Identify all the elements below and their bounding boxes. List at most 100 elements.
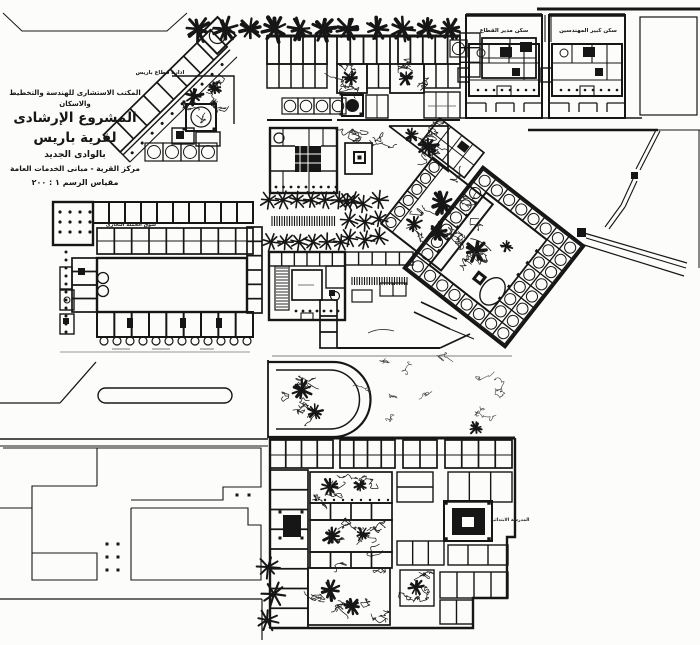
- tree-branch: [325, 486, 331, 495]
- tree-branch: [442, 202, 455, 210]
- tree-branch: [302, 385, 312, 391]
- palm-frond: [348, 237, 355, 248]
- tree-branch: [347, 605, 353, 614]
- tree-branch: [411, 587, 417, 595]
- rooms: [439, 599, 474, 625]
- palm-center: [323, 198, 327, 202]
- palm-frond: [298, 236, 308, 243]
- tree-branch: [398, 77, 406, 81]
- tree-branch: [219, 29, 226, 42]
- dome: [448, 288, 461, 302]
- rooms: [396, 471, 434, 503]
- scribble: [339, 64, 357, 72]
- palm-frond: [296, 241, 300, 253]
- tree-branch: [351, 601, 359, 607]
- market-hall: [51, 200, 95, 247]
- tree-branch: [356, 533, 363, 537]
- tree-branch: [356, 531, 363, 535]
- tree-branch: [299, 19, 306, 30]
- arcade-columns: [130, 63, 224, 155]
- tree-branch: [437, 190, 445, 204]
- market-stalls: [92, 201, 254, 224]
- palm: [276, 233, 294, 251]
- tree-center: [404, 76, 408, 80]
- label-villa-b: سكن كبير المهندسين: [559, 27, 617, 34]
- palm-frond: [378, 195, 389, 201]
- palm-frond: [346, 201, 353, 212]
- small-court: [283, 515, 301, 537]
- scribble: [212, 105, 230, 112]
- column-dot: [105, 568, 109, 572]
- tree-branch: [286, 25, 300, 31]
- palm: [255, 556, 281, 580]
- palm: [336, 193, 356, 212]
- column-dot: [359, 92, 363, 96]
- tree-branch: [429, 231, 439, 238]
- palm: [318, 232, 338, 250]
- tree-branch: [438, 27, 451, 35]
- tree-branch: [357, 533, 363, 542]
- tree-branch: [185, 92, 195, 98]
- tree-branch: [469, 427, 477, 431]
- palm-frond: [282, 190, 287, 201]
- column-dot: [339, 92, 343, 96]
- dome: [419, 172, 432, 184]
- column: [177, 336, 187, 346]
- garden: [334, 128, 398, 149]
- tree-branch: [275, 23, 287, 30]
- dome: [201, 145, 215, 159]
- scribble: [336, 474, 359, 480]
- column-dot: [319, 185, 323, 189]
- tree-branch: [328, 486, 332, 496]
- palm-frond: [348, 210, 352, 221]
- scribble: [366, 526, 382, 534]
- villa-a-entry: [496, 85, 512, 97]
- tree-center: [440, 201, 445, 206]
- dome: [539, 222, 552, 235]
- khan-cells: [406, 254, 516, 345]
- palm-frond: [282, 194, 293, 201]
- scribble: [436, 352, 454, 363]
- tree-branch: [404, 134, 412, 140]
- annex-wall: [452, 143, 474, 170]
- column-dot: [200, 82, 204, 86]
- palm: [303, 233, 322, 251]
- tree-branch: [343, 71, 352, 79]
- rooms: [319, 299, 338, 349]
- column-dot: [500, 88, 504, 92]
- column-dot: [444, 501, 448, 505]
- scribble: [459, 258, 472, 271]
- palm-frond: [261, 241, 272, 247]
- palm-frond: [352, 199, 362, 204]
- tree-branch: [346, 17, 354, 30]
- palm-frond: [268, 199, 275, 209]
- tree-branch: [359, 527, 363, 535]
- palm-frond: [348, 231, 357, 239]
- stairs: [276, 267, 288, 308]
- market-stalls: [96, 311, 254, 338]
- palm-frond: [370, 236, 380, 243]
- palm-frond: [369, 215, 380, 220]
- tree: [341, 70, 358, 86]
- column: [138, 336, 148, 346]
- dome: [532, 256, 545, 269]
- tree-center: [298, 27, 302, 31]
- dome-cell: [501, 309, 525, 333]
- annex-court: [456, 140, 470, 153]
- palm-frond: [296, 190, 299, 201]
- tree-center: [192, 94, 196, 98]
- palm-frond: [353, 201, 364, 205]
- dome: [385, 216, 397, 229]
- palm-frond: [324, 195, 335, 201]
- dome: [535, 278, 548, 291]
- palm-frond: [316, 197, 326, 201]
- label-school: المدرسة الابتدائية: [491, 518, 530, 523]
- palm-frond: [257, 619, 268, 627]
- palm-frond: [282, 199, 289, 210]
- tree-branch: [331, 530, 341, 537]
- column-dot: [559, 88, 563, 92]
- palm: [369, 210, 389, 228]
- column-dot: [210, 72, 214, 76]
- palm-frond: [378, 218, 385, 227]
- dome: [299, 99, 313, 113]
